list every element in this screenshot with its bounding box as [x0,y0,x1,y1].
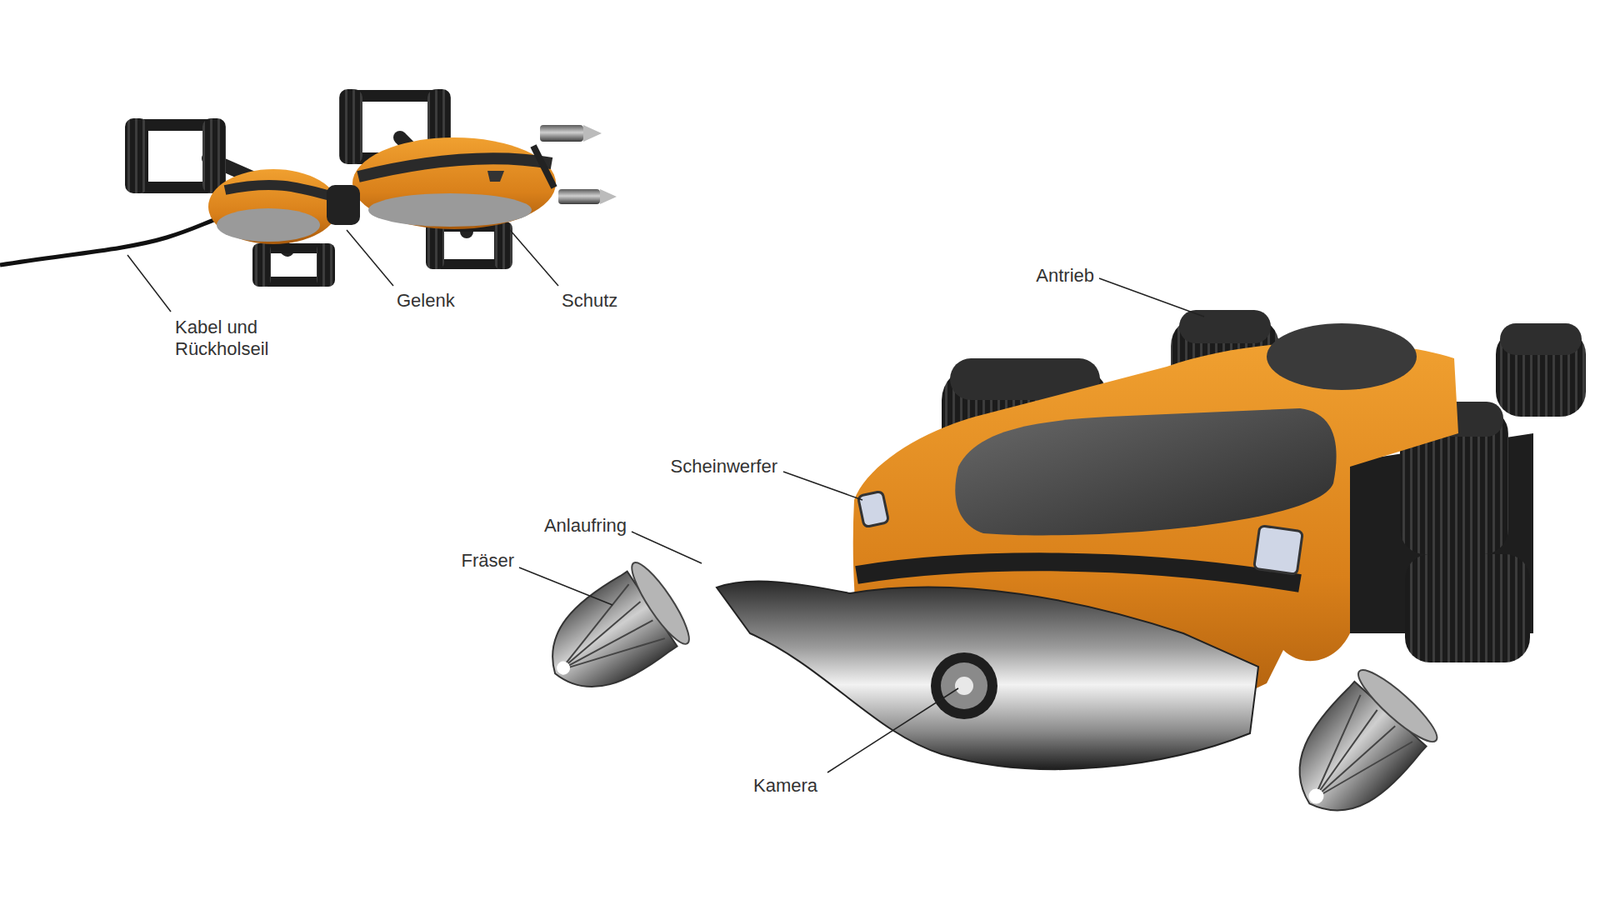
drive-track [1405,554,1530,663]
cutter [1314,718,1395,807]
robot-body [352,137,556,230]
leader-line [346,230,394,286]
leader-line [631,531,702,564]
part-label: Fräser [460,550,515,572]
leader-line [510,230,559,286]
cutter [560,611,654,678]
robot-body [208,137,556,245]
cutter [600,189,617,205]
drive-track [1500,323,1582,355]
drive-track [252,243,271,287]
cutter [560,611,665,696]
cutter [528,556,697,715]
robot-body [955,408,1336,536]
cutter [1305,785,1327,807]
camera [955,676,974,695]
leader-line [127,230,1205,773]
cutter [624,556,698,650]
leader-line [519,567,613,605]
cutter [540,125,584,142]
cable [0,218,219,265]
leader-line [1099,278,1205,317]
camera [930,652,998,720]
cutter [533,145,555,188]
leader-line [783,471,863,500]
leader-line [827,688,959,773]
part-label: Kamera [753,775,818,797]
camera [930,652,998,720]
camera [940,662,988,710]
drive-track [202,118,226,194]
cutter [1350,661,1445,750]
part-label: Gelenk [396,290,455,312]
part-label: Anlaufring [544,515,627,537]
headlight [1254,525,1304,575]
drive-track [339,89,363,165]
large-robot [528,310,1586,839]
cutter [1305,710,1387,800]
robot-body [208,169,339,245]
drive-track [316,243,335,287]
tool-head [716,580,1259,770]
cutter [554,659,573,678]
headlight [857,490,889,527]
robot-body [368,193,532,227]
part-label: Kabel und Rückholseil [175,316,288,360]
drive-track [494,221,513,270]
small-robot [0,89,617,287]
robot-body [358,158,552,177]
cutter [1270,661,1445,839]
cutter [553,601,647,670]
part-label: Schutz [561,290,618,312]
cutter [558,189,600,205]
robot-body [487,170,505,182]
drive-track [1179,310,1271,344]
drive-track [125,118,149,194]
cutter [1314,718,1413,823]
robot-body [326,185,360,225]
robot-body [216,208,320,242]
part-label: Antrieb [1035,265,1095,287]
leader-line [127,255,171,312]
headlight [857,490,1303,575]
cutter [533,125,617,205]
robot-body [856,561,1300,584]
robot-body [225,185,334,197]
robot-body [1266,323,1417,390]
part-label: Scheinwerfer [670,455,778,478]
cutter [542,584,648,670]
cutter [583,125,602,142]
